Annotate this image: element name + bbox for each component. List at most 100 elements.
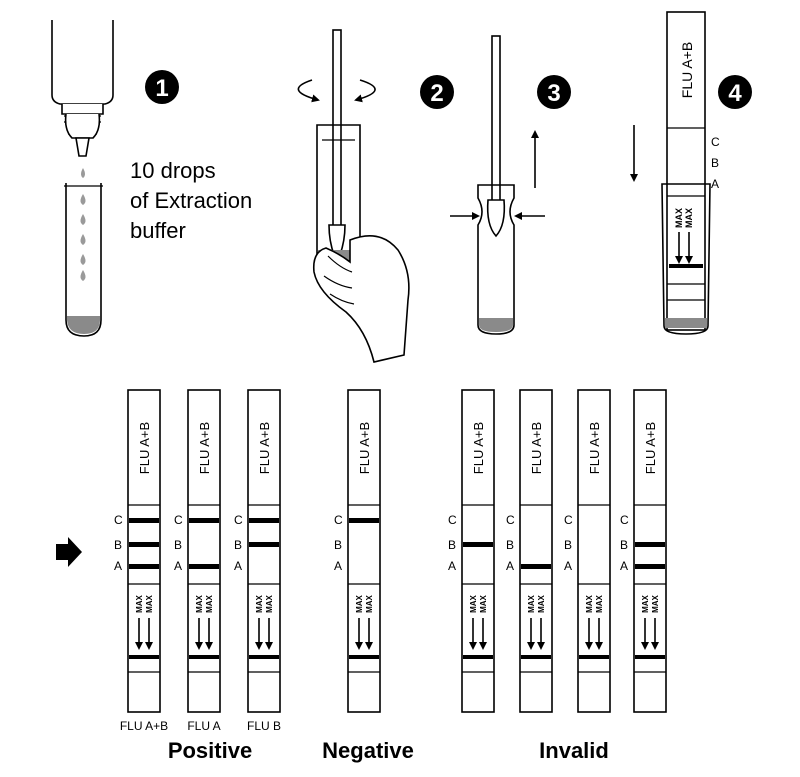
max-fill-line bbox=[635, 655, 665, 659]
step-4-badge: 4 bbox=[718, 75, 752, 109]
strip-name-label: FLU A+B bbox=[587, 422, 602, 474]
line-letter-a: A bbox=[334, 559, 342, 573]
max-fill-line bbox=[249, 655, 279, 659]
line-letter-b: B bbox=[506, 538, 514, 552]
step-4-letter-b: B bbox=[711, 156, 719, 170]
line-letter-c: C bbox=[174, 513, 183, 527]
max-fill-line bbox=[463, 655, 493, 659]
strip-result-label: FLU A bbox=[187, 719, 220, 733]
max-label-2: MAX bbox=[479, 594, 488, 612]
invalid-title: Invalid bbox=[539, 738, 609, 763]
pinched-tube bbox=[477, 184, 515, 335]
dropper-bottle bbox=[51, 20, 114, 157]
step-2-number: 2 bbox=[430, 80, 443, 107]
test-band-c bbox=[249, 518, 279, 523]
test-band-b bbox=[635, 542, 665, 547]
line-letter-c: C bbox=[506, 513, 515, 527]
test-band-b bbox=[129, 542, 159, 547]
line-letter-b: B bbox=[448, 538, 456, 552]
step-4-letter-c: C bbox=[711, 135, 720, 149]
line-letter-b: B bbox=[114, 538, 122, 552]
max-label-1: MAX bbox=[255, 594, 264, 612]
strip-name-label: FLU A+B bbox=[137, 422, 152, 474]
strip-name-label: FLU A+B bbox=[471, 422, 486, 474]
test-band-c bbox=[129, 518, 159, 523]
max-label-1: MAX bbox=[355, 594, 364, 612]
step-4-letter-a: A bbox=[711, 177, 719, 191]
step-1-illustration: 1 10 drops of Extraction buffer bbox=[51, 20, 258, 337]
max-label-1: MAX bbox=[527, 594, 536, 612]
step-3-illustration: 3 bbox=[450, 35, 571, 335]
line-letter-c: C bbox=[620, 513, 629, 527]
line-letter-a: A bbox=[114, 559, 122, 573]
max-label-1: MAX bbox=[469, 594, 478, 612]
line-letter-b: B bbox=[620, 538, 628, 552]
max-fill-line bbox=[189, 655, 219, 659]
test-band-c bbox=[349, 518, 379, 523]
line-letter-a: A bbox=[448, 559, 456, 573]
step-1-caption: 10 drops of Extraction buffer bbox=[130, 158, 258, 243]
test-band-a bbox=[129, 564, 159, 569]
rotation-arrows bbox=[297, 79, 376, 103]
extraction-tube-4 bbox=[661, 183, 711, 335]
test-band-b bbox=[463, 542, 493, 547]
line-letter-c: C bbox=[448, 513, 457, 527]
test-band-c bbox=[189, 518, 219, 523]
line-letter-c: C bbox=[334, 513, 343, 527]
strip-result-label: FLU A+B bbox=[120, 719, 168, 733]
hand-icon bbox=[312, 234, 410, 363]
step-4-illustration: FLU A+B C B A MAX MAX 4 bbox=[630, 11, 752, 335]
positive-title: Positive bbox=[168, 738, 252, 763]
line-letter-b: B bbox=[334, 538, 342, 552]
max-label-1: MAX bbox=[195, 594, 204, 612]
negative-title: Negative bbox=[322, 738, 414, 763]
step-1-number: 1 bbox=[155, 75, 168, 102]
strip-name-label: FLU A+B bbox=[643, 422, 658, 474]
max-label-2: MAX bbox=[205, 594, 214, 612]
max-fill-line bbox=[521, 655, 551, 659]
test-band-a bbox=[635, 564, 665, 569]
max-label-2: MAX bbox=[265, 594, 274, 612]
strip-name-label: FLU A+B bbox=[197, 422, 212, 474]
line-letter-b: B bbox=[564, 538, 572, 552]
drop-column bbox=[80, 168, 86, 281]
strip-name-label: FLU A+B bbox=[257, 422, 272, 474]
max-label-2: MAX bbox=[145, 594, 154, 612]
line-letter-c: C bbox=[114, 513, 123, 527]
line-letter-a: A bbox=[174, 559, 182, 573]
max-label-2: MAX bbox=[365, 594, 374, 612]
swab-stick-2 bbox=[328, 29, 346, 264]
extraction-tube-1 bbox=[64, 183, 103, 337]
line-letter-a: A bbox=[620, 559, 628, 573]
test-band-a bbox=[189, 564, 219, 569]
max-label-1: MAX bbox=[135, 594, 144, 612]
step-3-number: 3 bbox=[547, 80, 560, 107]
step-4-strip-name: FLU A+B bbox=[679, 42, 695, 98]
max-label-2: MAX bbox=[537, 594, 546, 612]
line-letter-c: C bbox=[564, 513, 573, 527]
result-pointer-arrow bbox=[56, 537, 82, 567]
line-letter-c: C bbox=[234, 513, 243, 527]
step-1-badge: 1 bbox=[145, 70, 179, 104]
strip-name-label: FLU A+B bbox=[357, 422, 372, 474]
max-fill-line bbox=[579, 655, 609, 659]
step-4-number: 4 bbox=[728, 80, 742, 107]
line-letter-b: B bbox=[174, 538, 182, 552]
line-letter-a: A bbox=[506, 559, 514, 573]
max-fill-line bbox=[129, 655, 159, 659]
max-label-1: MAX bbox=[641, 594, 650, 612]
step-4-max-label-1: MAX bbox=[674, 208, 684, 228]
max-label-1: MAX bbox=[585, 594, 594, 612]
strip-name-label: FLU A+B bbox=[529, 422, 544, 474]
step-2-badge: 2 bbox=[420, 75, 454, 109]
max-fill-line bbox=[349, 655, 379, 659]
